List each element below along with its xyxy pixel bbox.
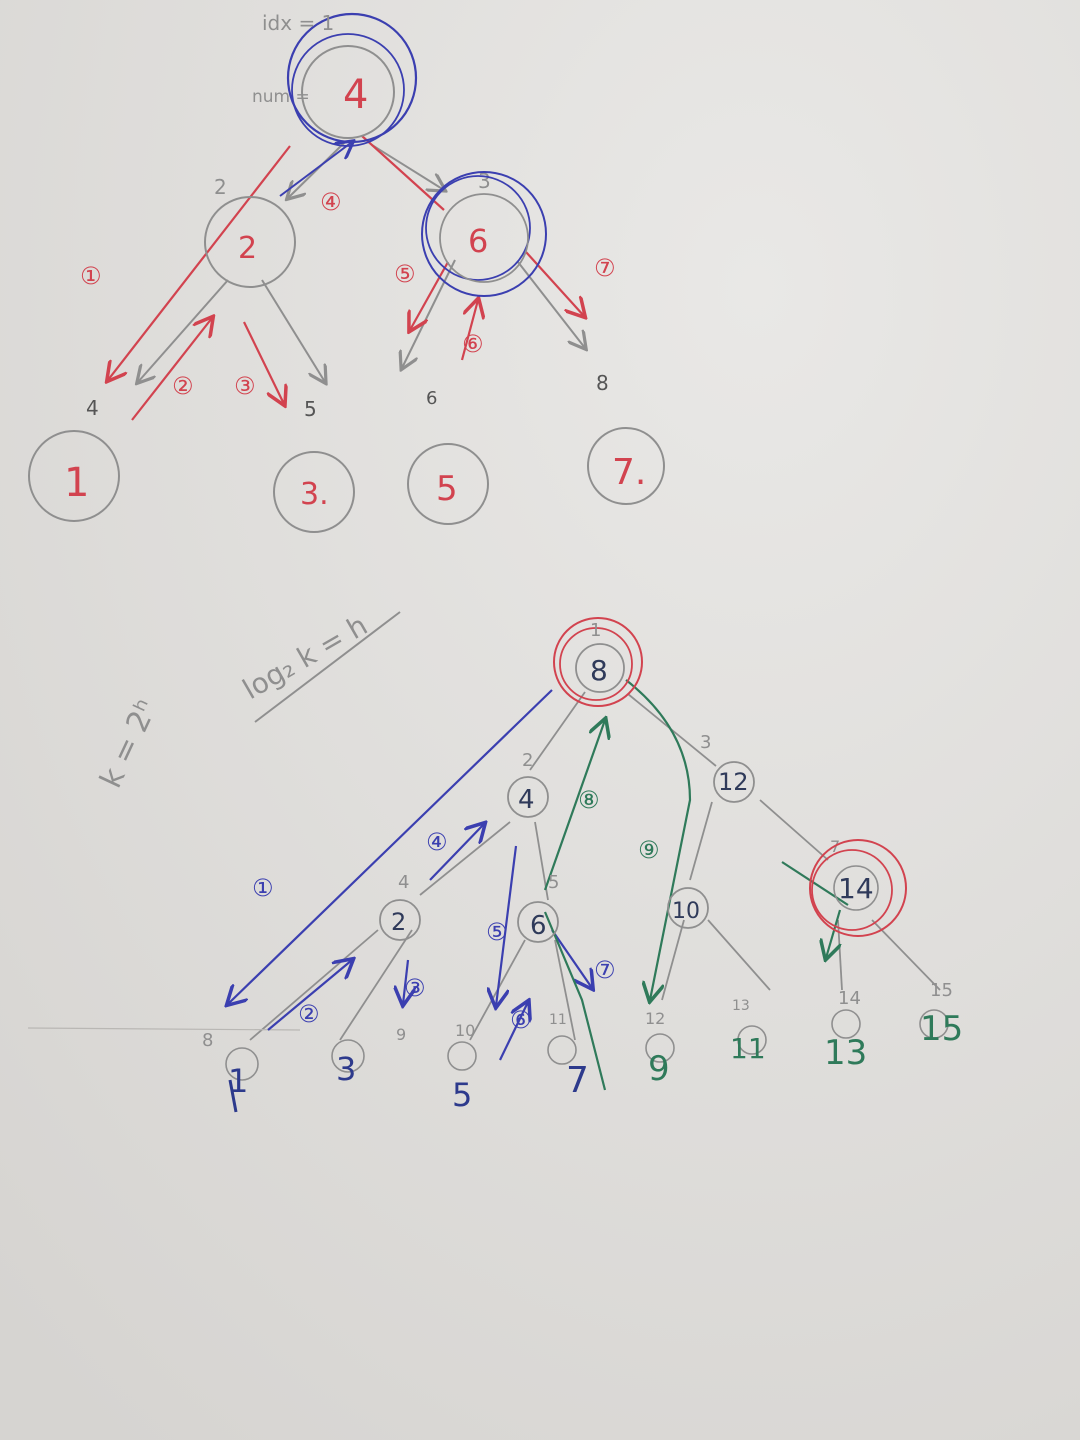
tree2-node-value: 14 xyxy=(838,872,874,905)
tree2-node-value: 2 xyxy=(391,908,406,936)
tree1-node-value: 5 xyxy=(436,469,458,509)
tree1-step-badge: ② xyxy=(172,372,194,400)
tree2-leaf-value: 7 xyxy=(566,1060,589,1101)
tree2-step-badge: ② xyxy=(298,1000,320,1028)
tree2-step-badge: ④ xyxy=(426,828,448,856)
tree2-node-value: 4 xyxy=(518,785,535,815)
tree2-step-badge: ③ xyxy=(404,974,426,1002)
tree2-leaf-value: 3 xyxy=(336,1050,356,1088)
tree2-node-value: 10 xyxy=(672,899,700,924)
tree1-node-value: 7. xyxy=(612,452,646,493)
tree2-node-index: 1 xyxy=(590,620,601,641)
tree2-node: 5 6 xyxy=(517,872,559,943)
tree2-leaf: 11 7 xyxy=(547,1012,589,1101)
tree1-step-badge: ⑥ xyxy=(462,330,484,358)
tree2-node-index: 4 xyxy=(398,872,409,893)
tree1-num-label: num = xyxy=(252,87,310,107)
tree2-step-badge: ⑧ xyxy=(578,786,600,814)
tree2-node-index: 5 xyxy=(548,872,559,893)
tree1-node-index: 2 xyxy=(214,175,227,199)
tree2-step-badge: ⑥ xyxy=(510,1006,532,1034)
tree2-leaf-index: 12 xyxy=(645,1009,665,1028)
tree2-leaf: 14 13 xyxy=(824,988,867,1073)
tree2-leaf-index: 9 xyxy=(396,1025,406,1044)
tree1-root-node: idx = 1 num = 4 xyxy=(252,11,418,147)
tree1-node: 3 6 xyxy=(421,169,547,297)
tree2-leaf: 13 11 xyxy=(730,998,767,1065)
tree1-step-badge: ④ xyxy=(320,188,342,216)
tree2-leaf: 9 3 xyxy=(331,1025,406,1088)
tree2-leaf-index: 13 xyxy=(732,998,750,1014)
tree2-node: 7 14 xyxy=(809,837,907,937)
tree2-leaf-index: 11 xyxy=(549,1012,567,1028)
tree1-step-badge: ⑤ xyxy=(394,260,416,288)
tree2-leaf: 8 1 xyxy=(202,1030,259,1100)
tree2-leaf-index: 10 xyxy=(455,1021,475,1040)
tree2-node: 3 12 xyxy=(700,732,755,803)
tree1-step-badge: ① xyxy=(80,262,102,290)
tree1-node-index: 3 xyxy=(478,169,491,193)
tree1-node-value: 2 xyxy=(238,231,257,266)
tree1-node: 2 2 xyxy=(204,175,296,288)
tree2-leaf: 15 15 xyxy=(919,980,963,1049)
tree2-leaf-value: 5 xyxy=(452,1076,472,1114)
tree2-step-badge: ⑨ xyxy=(638,836,660,864)
tree2-node: 2 4 xyxy=(507,750,549,818)
tree2-node-index: 2 xyxy=(522,750,533,771)
tree2-leaf-value: 9 xyxy=(648,1049,670,1089)
tree2-leaf-index: 8 xyxy=(202,1030,213,1051)
tree1-leaf: 6 5 xyxy=(407,388,489,525)
tree2-node-index: 3 xyxy=(700,732,711,753)
tree1-node-index: 4 xyxy=(86,396,99,420)
tree2-step-badge: ① xyxy=(252,874,274,902)
tree-1: idx = 1 num = 4 2 2 3 6 4 1 5 3. xyxy=(28,11,665,533)
tree1-leaf: 8 7. xyxy=(587,371,665,505)
tree2-leaf-value: 15 xyxy=(920,1009,963,1049)
tree2-node-value: 12 xyxy=(718,768,749,796)
tree1-leaf: 5 3. xyxy=(273,397,355,533)
tree2-step-badge: ⑦ xyxy=(594,956,616,984)
tree1-node-index: 8 xyxy=(596,371,609,395)
tree1-node-value: 4 xyxy=(343,72,368,118)
tree1-node-value: 1 xyxy=(64,460,89,506)
tree1-step-badge: ③ xyxy=(234,372,256,400)
tree1-node-index: 5 xyxy=(304,397,317,421)
tree2-leaf: 10 5 xyxy=(447,1021,477,1114)
tree2-leaf-index: 15 xyxy=(930,980,953,1001)
tree1-node-index: 6 xyxy=(426,388,437,409)
tree2-leaf-index: 14 xyxy=(838,988,861,1009)
tree2-leaf-value: 11 xyxy=(730,1032,766,1065)
tree2-leaf: 12 9 xyxy=(645,1009,675,1089)
tree2-root-node: 1 8 xyxy=(553,617,643,707)
tree2-node: 10 xyxy=(667,887,709,929)
tree1-leaf: 4 1 xyxy=(28,396,120,522)
tree2-leaf-value: 13 xyxy=(824,1033,867,1073)
tree2-node: 4 2 xyxy=(379,872,421,941)
tree-2: 1 8 2 4 3 12 4 2 5 6 10 7 xyxy=(27,617,963,1114)
tree2-node-value: 6 xyxy=(530,911,547,941)
tree2-step-badge: ⑤ xyxy=(486,918,508,946)
tree1-node-value: 3. xyxy=(300,477,329,512)
tree2-node-value: 8 xyxy=(590,654,608,687)
tree1-idx-label: idx = 1 xyxy=(262,11,334,35)
tree1-step-badge: ⑦ xyxy=(594,254,616,282)
tree1-node-value: 6 xyxy=(468,222,488,260)
tree2-leaf-value: 1 xyxy=(228,1062,248,1100)
